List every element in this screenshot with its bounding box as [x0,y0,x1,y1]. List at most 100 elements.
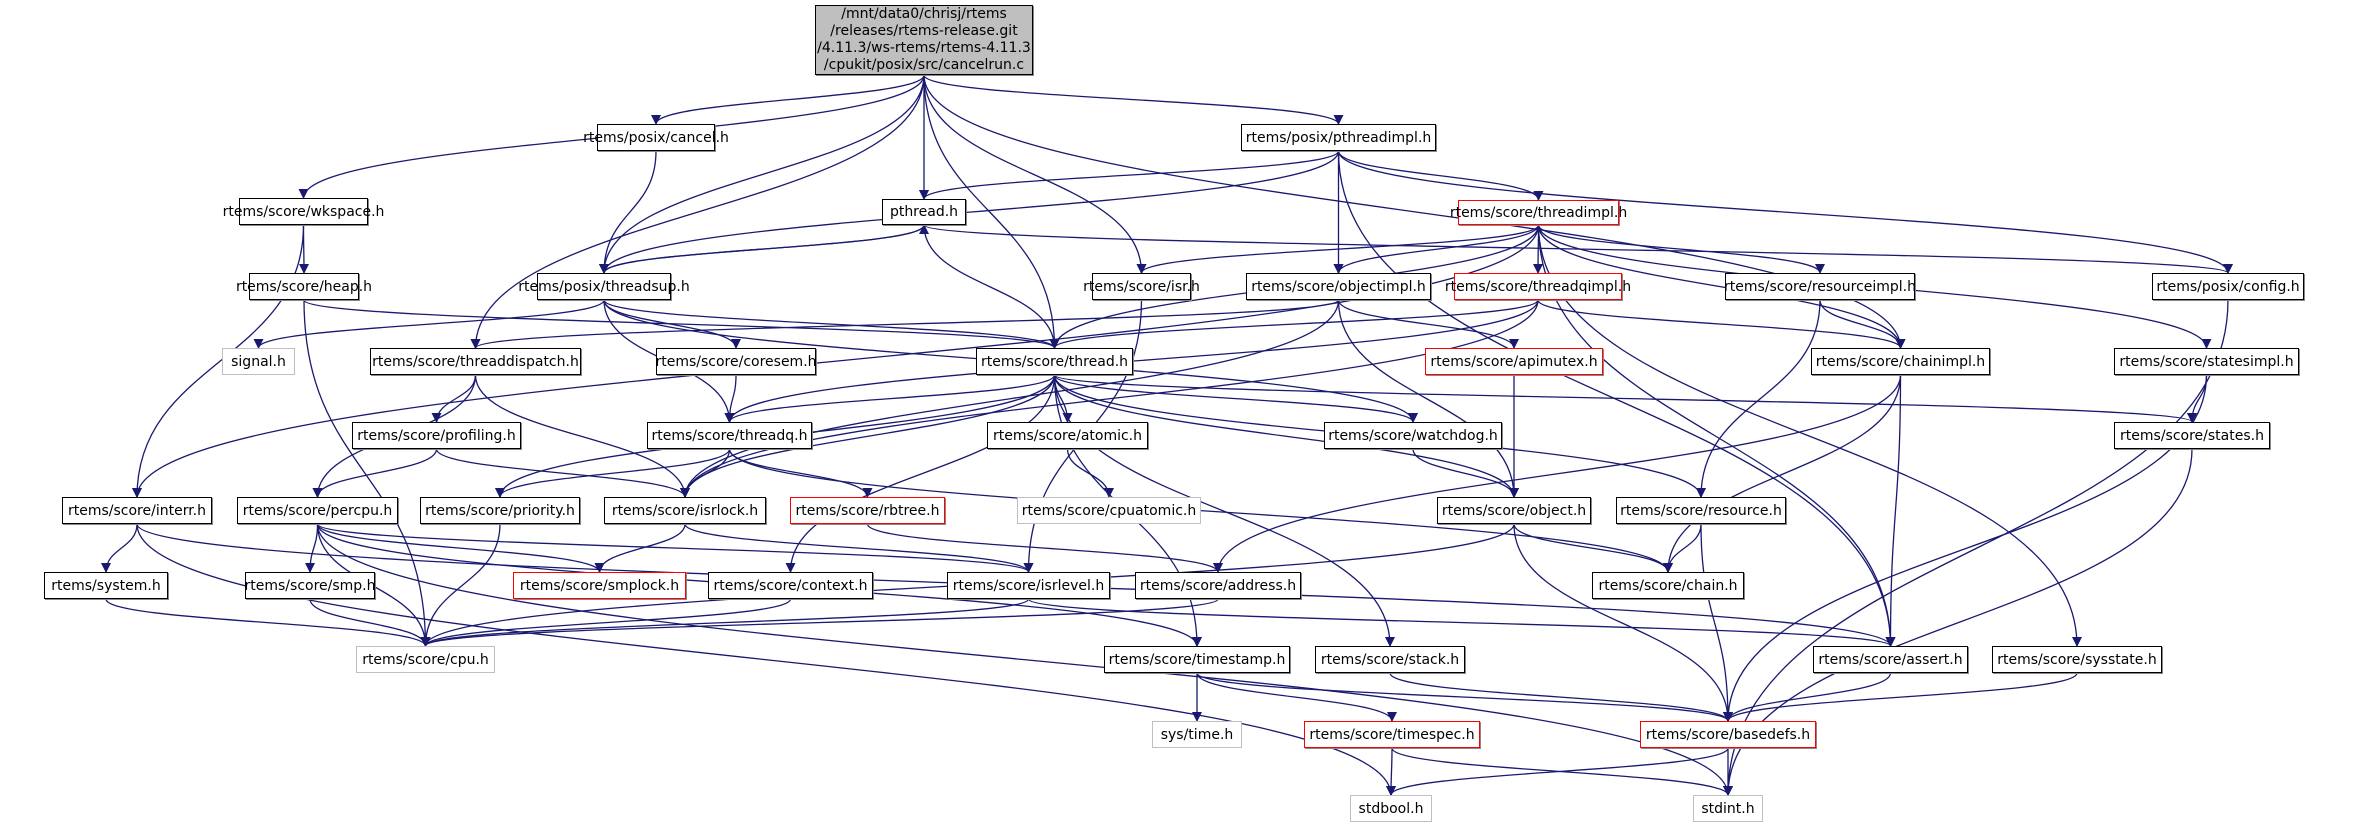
node-label: rtems/score/timestamp.h [1108,651,1286,668]
node-label: rtems/score/coresem.h [655,353,817,370]
node-watchdog[interactable]: rtems/score/watchdog.h [1324,422,1502,449]
edge-percpu-to-smplock [316,523,605,573]
edge-object-to-basedefs [1513,523,1733,722]
node-pthread[interactable]: pthread.h [882,199,966,225]
node-resource[interactable]: rtems/score/resource.h [1616,497,1786,524]
edge-timespec-to-stdbool [1386,747,1397,796]
node-chain[interactable]: rtems/score/chain.h [1592,572,1744,599]
node-object[interactable]: rtems/score/object.h [1437,497,1591,524]
node-smp[interactable]: rtems/score/smp.h [245,572,376,599]
edge-chainimpl-to-chain [1663,374,1902,573]
node-chainimpl[interactable]: rtems/score/chainimpl.h [1811,348,1990,375]
edge-pthreadimpl-to-pthread [919,150,1340,200]
edge-thread-to-context [785,374,1056,573]
edge-chainimpl-to-assert [1885,374,1902,647]
node-stdint[interactable]: stdint.h [1693,795,1763,822]
node-label: rtems/score/profiling.h [357,427,516,444]
node-cpuatomic[interactable]: rtems/score/cpuatomic.h [1017,497,1201,524]
node-label: rtems/score/context.h [713,577,868,594]
node-address[interactable]: rtems/score/address.h [1135,572,1301,599]
node-label: rtems/score/interr.h [67,502,206,519]
node-config[interactable]: rtems/posix/config.h [2152,273,2304,300]
node-label: rtems/score/statesimpl.h [2119,353,2294,370]
node-resourceimpl[interactable]: rtems/score/resourceimpl.h [1724,273,1916,300]
node-coresem[interactable]: rtems/score/coresem.h [655,348,817,375]
node-context[interactable]: rtems/score/context.h [708,572,873,599]
edge-objectimpl-to-threaddispatch [470,299,1340,349]
node-stdbool[interactable]: stdbool.h [1350,795,1432,822]
edge-root-to-chainimpl [923,74,1906,349]
node-timestamp[interactable]: rtems/score/timestamp.h [1104,646,1290,673]
node-statesimpl[interactable]: rtems/score/statesimpl.h [2114,348,2299,375]
node-cancel[interactable]: rtems/posix/cancel.h [583,124,729,151]
node-thread[interactable]: rtems/score/thread.h [976,348,1133,375]
node-profiling[interactable]: rtems/score/profiling.h [352,422,521,449]
node-label: rtems/score/thread.h [980,353,1129,370]
node-label: rtems/score/threadimpl.h [1449,204,1628,221]
node-threadqimpl[interactable]: rtems/score/threadqimpl.h [1445,273,1631,300]
node-atomic[interactable]: rtems/score/atomic.h [987,422,1148,449]
node-basedefs[interactable]: rtems/score/basedefs.h [1640,721,1816,748]
node-label: rtems/score/smplock.h [519,577,680,594]
edge-root-to-pthreadimpl [923,74,1344,125]
edge-objectimpl-to-isrlock [680,299,1340,498]
node-rbtree[interactable]: rtems/score/rbtree.h [790,497,945,524]
node-label: rtems/score/stack.h [1320,651,1460,668]
node-isrlock[interactable]: rtems/score/isrlock.h [604,497,766,524]
node-label: rtems/posix/cancel.h [583,129,729,146]
edge-percpu-to-stdint [316,523,1733,796]
edge-threadimpl-to-sysstate [1537,224,2082,647]
edge-threadqimpl-to-isrlock [680,299,1539,498]
node-priority[interactable]: rtems/score/priority.h [420,497,580,524]
node-timespec[interactable]: rtems/score/timespec.h [1304,721,1480,748]
node-label: rtems/score/isrlevel.h [952,577,1105,594]
node-assert[interactable]: rtems/score/assert.h [1813,646,1968,673]
node-sysstate[interactable]: rtems/score/sysstate.h [1992,646,2162,673]
edge-config-to-stdint [1723,299,2229,796]
node-threaddispatch[interactable]: rtems/score/threaddispatch.h [370,348,581,375]
edge-threadsup-to-thread [603,299,1060,349]
node-stack[interactable]: rtems/score/stack.h [1315,646,1465,673]
edge-root-to-isr [923,74,1147,274]
node-label: rtems/score/threadq.h [651,427,808,444]
edge-stack-to-basedefs [1389,672,1733,722]
node-label: rtems/score/isrlock.h [611,502,759,519]
node-wkspace[interactable]: rtems/score/wkspace.h [223,198,384,225]
edge-thread-to-watchdog [1053,374,1418,423]
node-threadimpl[interactable]: rtems/score/threadimpl.h [1450,200,1627,225]
node-cpu[interactable]: rtems/score/cpu.h [356,646,495,673]
edge-context-to-cpu [420,598,792,647]
edge-interr-to-system [101,523,138,573]
edge-isrlevel-to-cpu [420,598,1030,647]
edge-threaddispatch-to-profiling [431,374,477,423]
node-states[interactable]: rtems/score/states.h [2114,422,2270,449]
node-isrlevel[interactable]: rtems/score/isrlevel.h [947,572,1110,599]
edge-priority-to-cpu [420,523,501,647]
edge-pthread-to-config [923,224,2233,274]
node-objectimpl[interactable]: rtems/score/objectimpl.h [1246,273,1431,300]
edge-thread-to-states [1053,374,2197,423]
node-heap[interactable]: rtems/score/heap.h [236,273,372,300]
node-signal[interactable]: signal.h [222,348,295,375]
node-label: rtems/score/chain.h [1598,577,1738,594]
node-threadq[interactable]: rtems/score/threadq.h [647,422,812,449]
node-smplock[interactable]: rtems/score/smplock.h [513,572,686,599]
node-label: rtems/score/threaddispatch.h [372,353,579,370]
node-label: rtems/score/percpu.h [242,502,393,519]
node-system[interactable]: rtems/system.h [44,572,168,599]
edge-threadimpl-to-isr [1136,224,1540,274]
node-apimutex[interactable]: rtems/score/apimutex.h [1425,348,1603,375]
node-label-line: /releases/rtems-release.git [830,23,1018,39]
edge-address-to-cpu [420,598,1219,647]
edge-isrlock-to-isrlevel [684,523,1034,573]
node-isr[interactable]: rtems/score/isr.h [1083,273,1200,300]
node-systime[interactable]: sys/time.h [1152,721,1242,748]
node-percpu[interactable]: rtems/score/percpu.h [237,497,398,524]
edge-threadq-to-rbtree [728,448,873,498]
node-pthreadimpl[interactable]: rtems/posix/pthreadimpl.h [1241,124,1436,151]
edge-profiling-to-isrlock [435,448,690,498]
node-label: sys/time.h [1160,726,1234,743]
node-threadsup[interactable]: rtems/posix/threadsup.h [518,273,690,300]
node-root[interactable]: /mnt/data0/chrisj/rtems/releases/rtems-r… [815,5,1033,75]
node-interr[interactable]: rtems/score/interr.h [62,497,212,524]
